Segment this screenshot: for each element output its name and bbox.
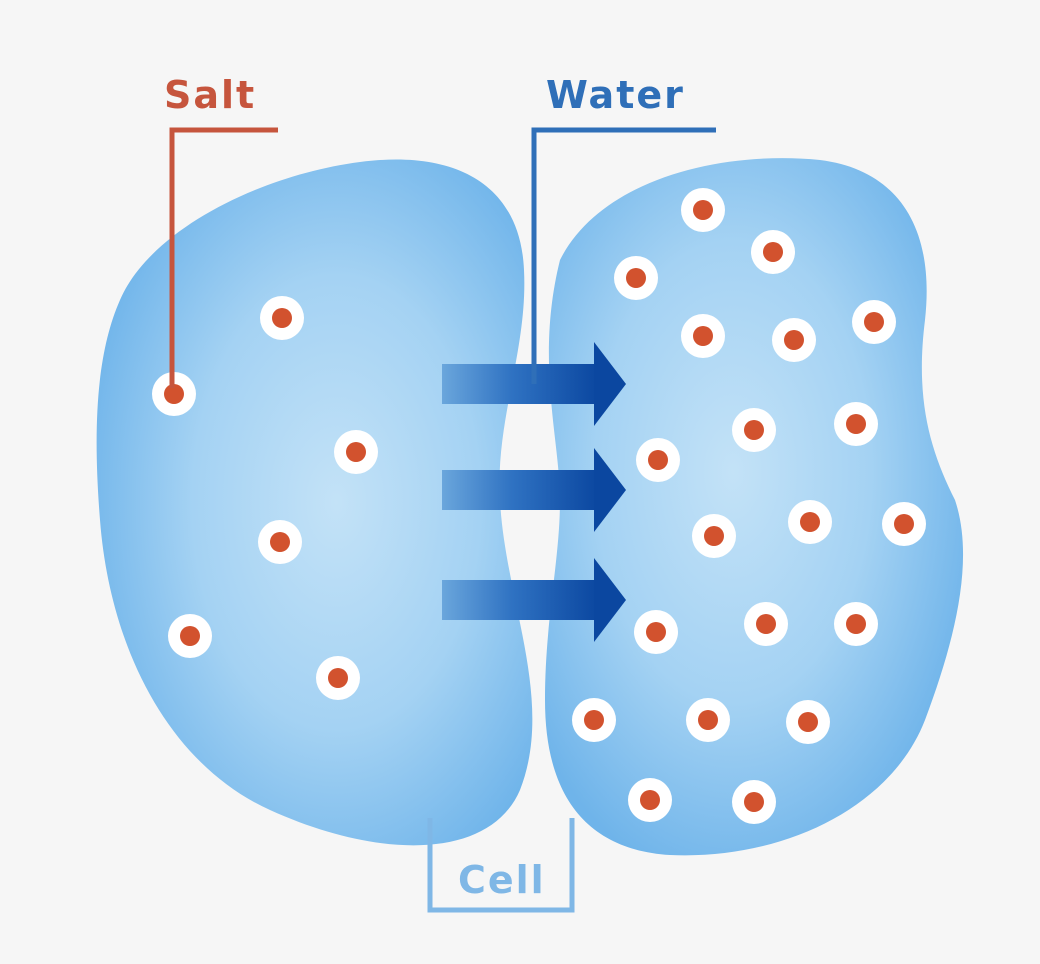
salt-particle-icon [334,430,378,474]
water-label: Water [546,73,685,117]
salt-particle-icon [168,614,212,658]
salt-particle-icon [686,698,730,742]
salt-particle-icon [788,500,832,544]
salt-particle-icon [692,514,736,558]
salt-particle-icon [572,698,616,742]
salt-particle-icon [636,438,680,482]
salt-particle-icon [772,318,816,362]
salt-particle-icon [786,700,830,744]
salt-particle-icon [852,300,896,344]
salt-particle-icon [614,256,658,300]
salt-particle-icon [628,778,672,822]
salt-particle-icon [882,502,926,546]
salt-particle-icon [260,296,304,340]
salt-particle-icon [732,408,776,452]
salt-particle-icon [681,188,725,232]
salt-particle-icon [634,610,678,654]
salt-particle-icon [316,656,360,700]
salt-particle-icon [258,520,302,564]
salt-particle-icon [834,602,878,646]
salt-particle-icon [681,314,725,358]
salt-particle-icon [744,602,788,646]
salt-label: Salt [164,73,256,117]
salt-particle-icon [732,780,776,824]
salt-particle-icon [834,402,878,446]
flow-arrows [442,342,626,642]
salt-particle-icon [751,230,795,274]
cell-label: Cell [458,858,546,902]
